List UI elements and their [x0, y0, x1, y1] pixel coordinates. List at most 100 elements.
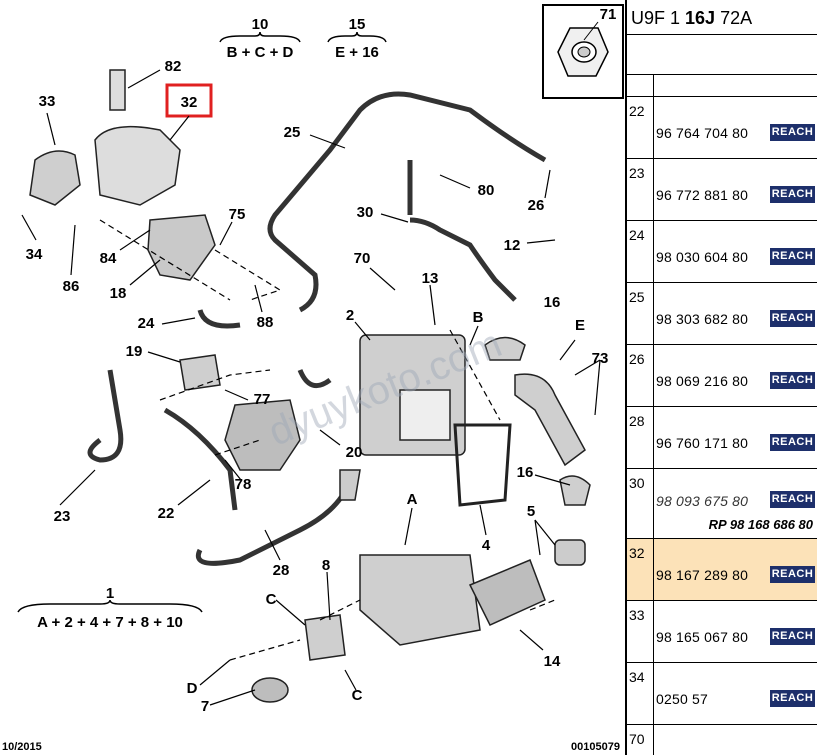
reach-badge: REACH — [770, 372, 815, 389]
callout-labels: 82 32 33 34 86 84 18 75 88 25 80 30 26 7… — [26, 6, 617, 715]
part-row-32-selected[interactable]: 32 98 167 289 80 REACH — [627, 539, 817, 601]
callout: 14 — [544, 653, 561, 670]
formula-10: 10 B + C + D — [219, 16, 301, 61]
callout: A — [407, 491, 418, 508]
callout: 33 — [39, 93, 56, 110]
formula-1-label: 1 — [106, 585, 114, 602]
callout: 28 — [273, 562, 290, 579]
callout: 20 — [346, 444, 363, 461]
parts-panel: U9F 1 16J 72A 22 96 764 704 80 REACH 23 … — [625, 0, 817, 755]
part-number: 98 030 604 80 — [656, 249, 749, 265]
footer-ref: 00105079 — [571, 741, 620, 753]
formula-15: 15 E + 16 — [327, 16, 387, 61]
part-number: 96 760 171 80 — [656, 435, 749, 451]
row-index: 33 — [629, 607, 645, 623]
part-row-34[interactable]: 34 0250 57 REACH — [627, 663, 817, 725]
callout: 13 — [422, 270, 439, 287]
formula-1-expr: A + 2 + 4 + 7 + 8 + 10 — [37, 614, 183, 631]
callout: D — [187, 680, 198, 697]
formula-10-label: 10 — [252, 16, 269, 33]
components — [29, 69, 591, 703]
callout: 26 — [528, 197, 545, 214]
part-row-28[interactable]: 28 96 760 171 80 REACH — [627, 407, 817, 469]
callout: 82 — [165, 58, 182, 75]
reach-badge: REACH — [770, 566, 815, 583]
row-index: 70 — [629, 731, 645, 747]
row-index: 34 — [629, 669, 645, 685]
callout: 77 — [254, 391, 271, 408]
callout: 78 — [235, 476, 252, 493]
reach-badge: REACH — [770, 434, 815, 451]
part-71-inset — [542, 4, 624, 99]
part-row-26[interactable]: 26 98 069 216 80 REACH — [627, 345, 817, 407]
row-index: 23 — [629, 165, 645, 181]
row-index: 32 — [629, 545, 645, 561]
callout: 2 — [346, 307, 354, 324]
row-index: 28 — [629, 413, 645, 429]
formula-15-expr: E + 16 — [335, 44, 379, 61]
callout: 73 — [592, 350, 609, 367]
reach-badge: REACH — [770, 310, 815, 327]
footer-date: 10/2015 — [2, 741, 42, 753]
callout: 8 — [322, 557, 330, 574]
panel-title: U9F 1 16J 72A — [631, 8, 753, 28]
callout: 24 — [138, 315, 155, 332]
callout: 19 — [126, 343, 143, 360]
callout: 71 — [600, 6, 617, 23]
callout-highlighted: 32 — [181, 94, 198, 111]
part-number: 96 772 881 80 — [656, 187, 749, 203]
part-number: 0250 57 — [656, 691, 709, 707]
callout: 88 — [257, 314, 274, 331]
formula-1: 1 A + 2 + 4 + 7 + 8 + 10 — [17, 585, 203, 631]
callout: 7 — [201, 698, 209, 715]
callout: 12 — [504, 237, 521, 254]
part-number: 98 069 216 80 — [656, 373, 749, 389]
part-number: 98 093 675 80 — [656, 493, 749, 509]
callout: 25 — [284, 124, 301, 141]
exploded-parts-diagram: 10 B + C + D 15 E + 16 1 A + 2 + 4 + 7 +… — [2, 4, 624, 753]
callout: 75 — [229, 206, 246, 223]
parts-table: 22 96 764 704 80 REACH 23 96 772 881 80 … — [627, 74, 817, 755]
part-number: 96 764 704 80 — [656, 125, 749, 141]
callout: 80 — [478, 182, 495, 199]
callout: 34 — [26, 246, 43, 263]
callout: 84 — [100, 250, 117, 267]
row-index: 25 — [629, 289, 645, 305]
callout: 86 — [63, 278, 80, 295]
reach-badge: REACH — [770, 491, 815, 508]
part-row-70[interactable]: 70 — [627, 725, 817, 755]
part-row-33[interactable]: 33 98 165 067 80 REACH — [627, 601, 817, 663]
part-row-25[interactable]: 25 98 303 682 80 REACH — [627, 283, 817, 345]
callout: 18 — [110, 285, 127, 302]
callout: 16 — [544, 294, 561, 311]
callout: 4 — [482, 537, 491, 554]
callout: B — [473, 309, 484, 326]
row-index: 26 — [629, 351, 645, 367]
callout: 70 — [354, 250, 371, 267]
reach-badge: REACH — [770, 124, 815, 141]
part-row-23[interactable]: 23 96 772 881 80 REACH — [627, 159, 817, 221]
part-row-22[interactable]: 22 96 764 704 80 REACH — [627, 97, 817, 159]
leader-lines — [21, 69, 601, 706]
reach-badge: REACH — [770, 186, 815, 203]
reach-badge: REACH — [770, 690, 815, 707]
part-number: 98 167 289 80 — [656, 567, 749, 583]
formula-15-label: 15 — [349, 16, 366, 33]
part-row-30[interactable]: 30 98 093 675 80 REACH RP 98 168 686 80 — [627, 469, 817, 539]
replacement-part: RP 98 168 686 80 — [708, 517, 813, 532]
callout: 30 — [357, 204, 374, 221]
reach-badge: REACH — [770, 628, 815, 645]
part-number: 98 165 067 80 — [656, 629, 749, 645]
row-index: 30 — [629, 475, 645, 491]
reach-badge: REACH — [770, 248, 815, 265]
row-index: 22 — [629, 103, 645, 119]
part-number: 98 303 682 80 — [656, 311, 749, 327]
formula-10-expr: B + C + D — [227, 44, 294, 61]
row-index: 24 — [629, 227, 645, 243]
callout: 16 — [517, 464, 534, 481]
callout: 23 — [54, 508, 71, 525]
callout: E — [575, 317, 585, 334]
part-row-24[interactable]: 24 98 030 604 80 REACH — [627, 221, 817, 283]
callout: 22 — [158, 505, 175, 522]
callout: 5 — [527, 503, 535, 520]
